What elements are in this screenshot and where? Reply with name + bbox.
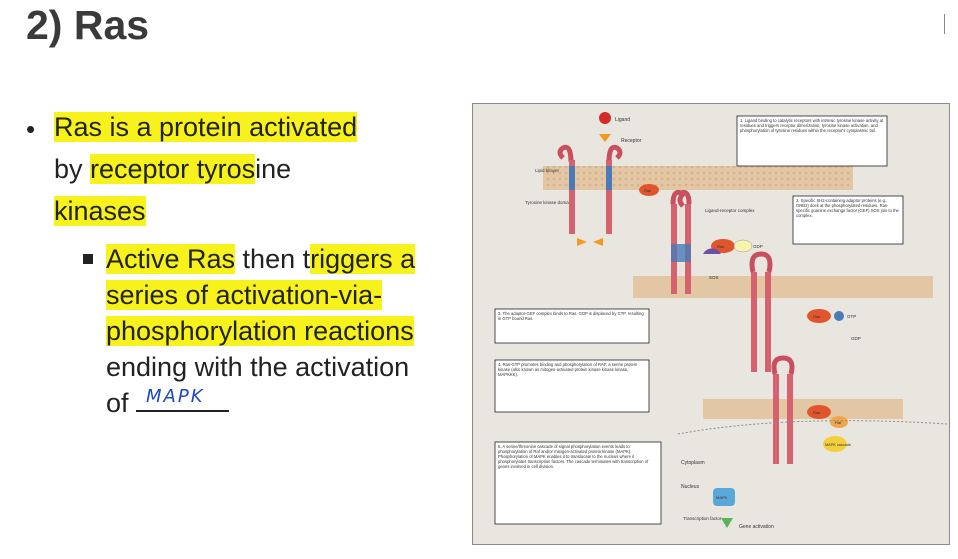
nuclear-envelope (677, 420, 949, 435)
receptor-activated-icon (749, 251, 773, 372)
ras-label: Ras (644, 188, 651, 193)
mapk-label: MAPK (716, 495, 728, 500)
fill-in-blank (136, 388, 230, 412)
bullet-line-3: kinases (54, 194, 146, 228)
sub-bullet-line-4: ending with the activation (106, 350, 409, 384)
mapk-cascade-icon (823, 436, 847, 452)
raf-icon (830, 416, 848, 428)
ligand-receptor-complex-label: Ligand-receptor complex (705, 208, 755, 213)
sub-bullet-line-2: series of activation-via- (106, 278, 383, 312)
highlighted-text: phosphorylation reactions (106, 316, 414, 346)
bullet-dot: • (26, 114, 36, 144)
handwritten-answer: MAPK (146, 386, 205, 407)
arrow-left-icon (593, 238, 603, 246)
step-text-3: 3. The adaptor-GEF complex binds to Ras.… (498, 311, 644, 321)
ras-icon (807, 405, 831, 419)
pathway-diagram: Ligand Receptor Lipid bilayer Tyrosine k… (494, 112, 949, 530)
highlighted-text: Ras is a protein activated (54, 112, 358, 142)
ras-label: Ras (813, 410, 820, 415)
mapk-cascade-label: MAPK cascade (825, 443, 851, 447)
ras-icon (639, 184, 659, 196)
step-text-4: 4. Ras-GTP promotes binding and phosphor… (498, 362, 638, 377)
gdp-label: GDP (753, 244, 763, 249)
plain-text: by (54, 154, 91, 184)
sos-label: SOS (709, 275, 719, 280)
raf-label: Raf (835, 420, 842, 425)
ras-label: Ras (813, 314, 820, 319)
highlighted-text: riggers a (310, 244, 416, 274)
sos-icon (703, 248, 721, 254)
ligand-label: Ligand (615, 117, 630, 123)
ligand-icon (599, 112, 611, 124)
sub-bullet-line-3: phosphorylation reactions (106, 314, 414, 348)
gtp-icon (834, 311, 844, 321)
cytoplasm-label: Cytoplasm (681, 460, 705, 466)
bullet-line-2: by receptor tyrosine (54, 152, 291, 186)
sub-bullet-square (83, 254, 93, 264)
receptor-raf-icon (771, 355, 795, 464)
step-box-5: 5. A serine/threonine cascade of signal … (494, 441, 662, 525)
ras-icon (807, 309, 831, 323)
lipid-bilayer-label: Lipid bilayer (535, 168, 560, 173)
highlighted-text: Active Ras (106, 244, 236, 274)
gdp-label: GDP (851, 336, 861, 341)
sub-bullet-line-1: Active Ras then triggers a (106, 242, 416, 276)
plain-text: ine (255, 154, 292, 184)
step-text-1: 1. Ligand binding to catalytic receptors… (740, 118, 884, 133)
slide-title: 2) Ras (26, 2, 150, 48)
transcription-factor-label: Transcription factor (683, 516, 722, 521)
membrane-band-3 (703, 399, 903, 419)
gene-activation-icon (721, 518, 733, 528)
tyrosine-kinase-label: Tyrosine kinase domains (525, 200, 575, 205)
ras-label: Ras (717, 244, 724, 249)
highlighted-text: receptor tyros (90, 154, 256, 184)
edge-divider (944, 14, 945, 34)
ras-icon (711, 239, 735, 253)
arrow-down-icon (599, 134, 611, 142)
mapk-icon (713, 488, 735, 506)
plain-text: of (106, 388, 137, 418)
bullet-line-1: Ras is a protein activated (54, 110, 358, 144)
arrow-right-icon (577, 238, 587, 246)
step-text-5: 5. A serine/threonine cascade of signal … (498, 444, 649, 469)
step-box-4: 4. Ras-GTP promotes binding and phosphor… (494, 359, 650, 413)
receptor-label: Receptor (621, 138, 642, 144)
step-box-1: 1. Ligand binding to catalytic receptors… (736, 115, 888, 167)
ligand-receptor-complex-icon (670, 189, 692, 294)
step-box-2: 2. Specific SH2-containing adaptor prote… (792, 195, 904, 245)
nucleus-label: Nucleus (681, 484, 700, 490)
membrane-band-2 (633, 276, 933, 298)
sub-bullet-line-5: of (106, 386, 230, 420)
step-box-3: 3. The adaptor-GEF complex binds to Ras.… (494, 308, 650, 344)
highlighted-text: series of activation-via- (106, 280, 383, 310)
plain-text: ending with the activation (106, 352, 410, 382)
plain-text: then t (235, 244, 311, 274)
step-text-2: 2. Specific SH2-containing adaptor prote… (796, 198, 899, 218)
gene-activation-label: Gene activation (739, 524, 774, 530)
ras-pathway-figure: Ligand Receptor Lipid bilayer Tyrosine k… (472, 103, 950, 545)
receptor-right-icon (606, 144, 623, 234)
gtp-label: GTP (847, 314, 856, 319)
gdp-icon (733, 239, 753, 253)
highlighted-text: kinases (54, 196, 146, 226)
receptor-left-icon (557, 144, 575, 234)
